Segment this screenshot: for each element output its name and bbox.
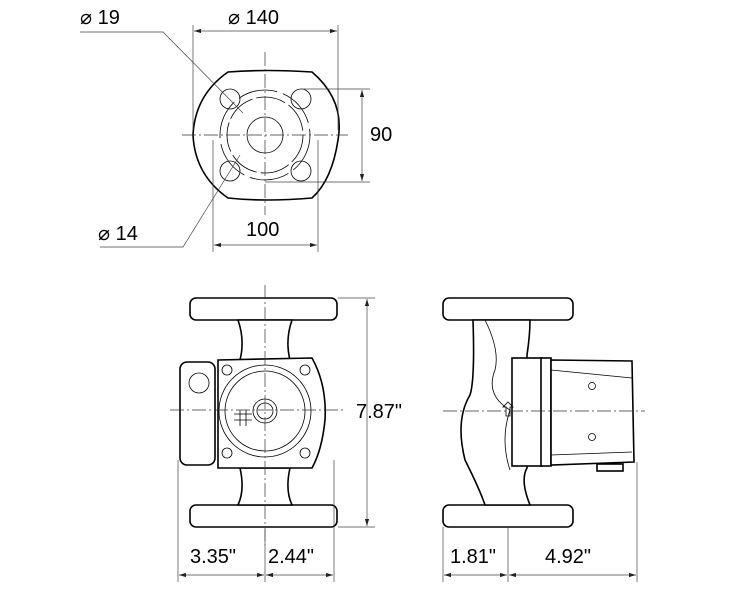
dim-left-width: 3.35" xyxy=(190,546,236,568)
dim-flange-140: ⌀ 140 xyxy=(228,7,279,29)
flange-top-view xyxy=(182,52,348,215)
dim-hole-19: ⌀ 19 xyxy=(80,7,120,29)
dim-flange-to-center: 1.81" xyxy=(450,546,496,568)
flow-arrow-icon xyxy=(502,401,514,417)
pump-side-view xyxy=(442,297,645,528)
dim-spacing-100: 100 xyxy=(246,219,279,241)
side-view-dimensions: 1.81" 4.92" xyxy=(442,462,638,582)
pump-front-view xyxy=(170,285,345,545)
top-view-dimensions: ⌀ 19 ⌀ 140 90 ⌀ 14 100 xyxy=(80,7,392,252)
dim-right-width: 2.44" xyxy=(268,546,314,568)
dim-height: 7.87" xyxy=(356,401,402,423)
dim-spacing-90: 90 xyxy=(370,124,392,146)
front-view-dimensions: 7.87" 3.35" 2.44" xyxy=(177,297,402,582)
dim-motor-length: 4.92" xyxy=(545,546,591,568)
dim-hole-14: ⌀ 14 xyxy=(98,223,138,245)
